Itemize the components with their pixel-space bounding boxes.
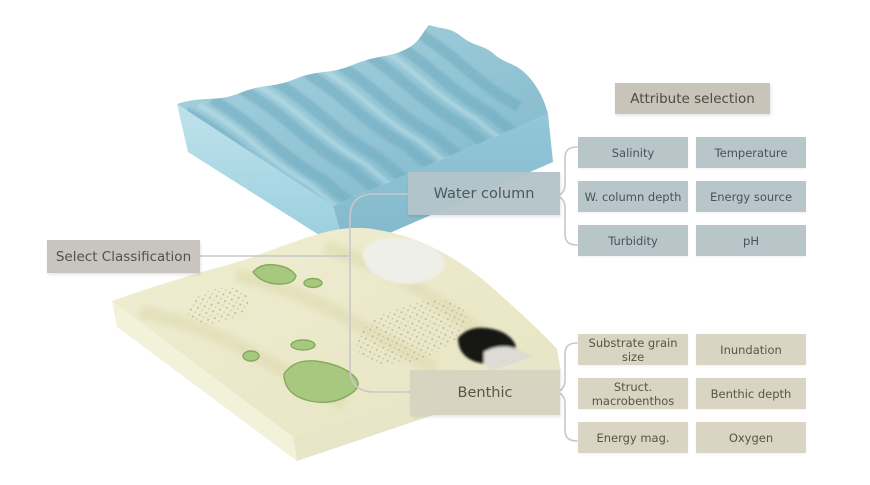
select-classification-button[interactable]: Select Classification [47, 240, 200, 273]
benthic-attribute-grid: Substrate grain size Inundation Struct. … [578, 334, 806, 453]
water-column-label: Water column [433, 185, 535, 202]
benthic-front-left-face [112, 301, 297, 461]
attribute-button-struct-macrobenthos[interactable]: Struct. macrobenthos [578, 378, 688, 409]
water-column-brace [556, 146, 578, 246]
benthic-label: Benthic [457, 384, 513, 401]
sand-stipple-areas [186, 287, 468, 365]
attribute-button-benthic-depth[interactable]: Benthic depth [696, 378, 806, 409]
water-column-attribute-grid: Salinity Temperature W. column depth Ene… [578, 137, 806, 256]
attribute-button-oxygen: Oxygen [696, 422, 806, 453]
attribute-button-temperature[interactable]: Temperature [696, 137, 806, 168]
layer-bracket [349, 193, 413, 393]
vegetation-patches [242, 263, 359, 404]
attribute-button-inundation[interactable]: Inundation [696, 334, 806, 365]
water-column-layer-button[interactable]: Water column [408, 172, 560, 215]
attribute-button-salinity[interactable]: Salinity [578, 137, 688, 168]
benthic-brace [556, 342, 578, 442]
attribute-button-substrate-grain-size[interactable]: Substrate grain size [578, 334, 688, 365]
attribute-button-water-column-depth[interactable]: W. column depth [578, 181, 688, 212]
attribute-button-turbidity[interactable]: Turbidity [578, 225, 688, 256]
water-block [177, 25, 553, 252]
attribute-selection-title-text: Attribute selection [630, 90, 755, 107]
water-left-face [177, 104, 346, 252]
attribute-button-energy-source: Energy source [696, 181, 806, 212]
attribute-selection-title: Attribute selection [615, 83, 770, 114]
select-classification-label: Select Classification [55, 248, 192, 265]
attribute-button-energy-mag[interactable]: Energy mag. [578, 422, 688, 453]
benthic-layer-button[interactable]: Benthic [410, 370, 560, 415]
attribute-button-ph: pH [696, 225, 806, 256]
